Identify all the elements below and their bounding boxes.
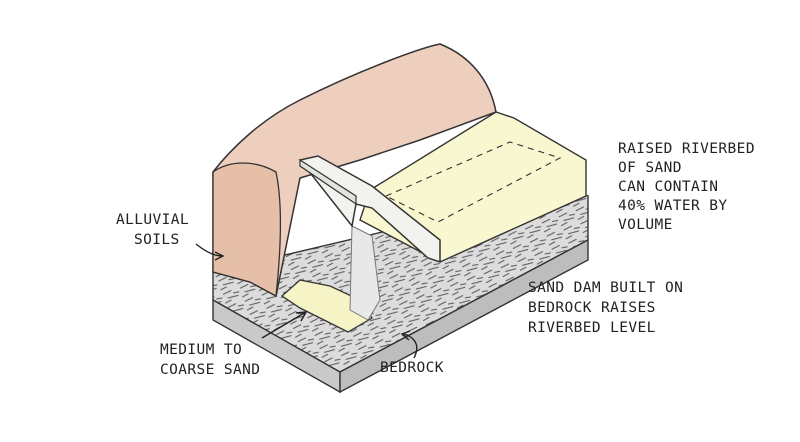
arrow-medium-sand [261, 311, 307, 339]
label-alluvial-line2: SOILS [134, 232, 180, 248]
label-medium-line2: COARSE SAND [160, 362, 260, 378]
label-medium-sand: MEDIUM TO COARSE SAND [160, 311, 308, 378]
label-bedrock: BEDROCK [380, 330, 444, 376]
raised-line3: CAN CONTAIN [618, 179, 718, 195]
label-alluvial-line1: ALLUVIAL [116, 212, 189, 228]
arrow-alluvial [195, 243, 223, 257]
label-raised-riverbed: RAISED RIVERBED OF SAND CAN CONTAIN 40% … [618, 141, 755, 233]
sand-dam-wall [298, 155, 441, 264]
cascade-water [349, 225, 381, 321]
raised-line1: RAISED RIVERBED [618, 141, 755, 157]
dam-line3: RIVERBED LEVEL [528, 320, 656, 336]
alluvial-soil [212, 43, 497, 298]
arrow-bedrock [403, 333, 418, 359]
raised-line5: VOLUME [618, 217, 673, 233]
raised-line4: 40% WATER BY [618, 198, 728, 214]
label-sand-dam: SAND DAM BUILT ON BEDROCK RAISES RIVERBE… [528, 280, 683, 336]
dam-line1: SAND DAM BUILT ON [528, 280, 683, 296]
raised-line2: OF SAND [618, 160, 682, 176]
label-medium-line1: MEDIUM TO [160, 342, 242, 358]
label-alluvial-soils: ALLUVIAL SOILS [116, 212, 225, 261]
label-bedrock-text: BEDROCK [380, 360, 444, 376]
dam-line2: BEDROCK RAISES [528, 300, 656, 316]
